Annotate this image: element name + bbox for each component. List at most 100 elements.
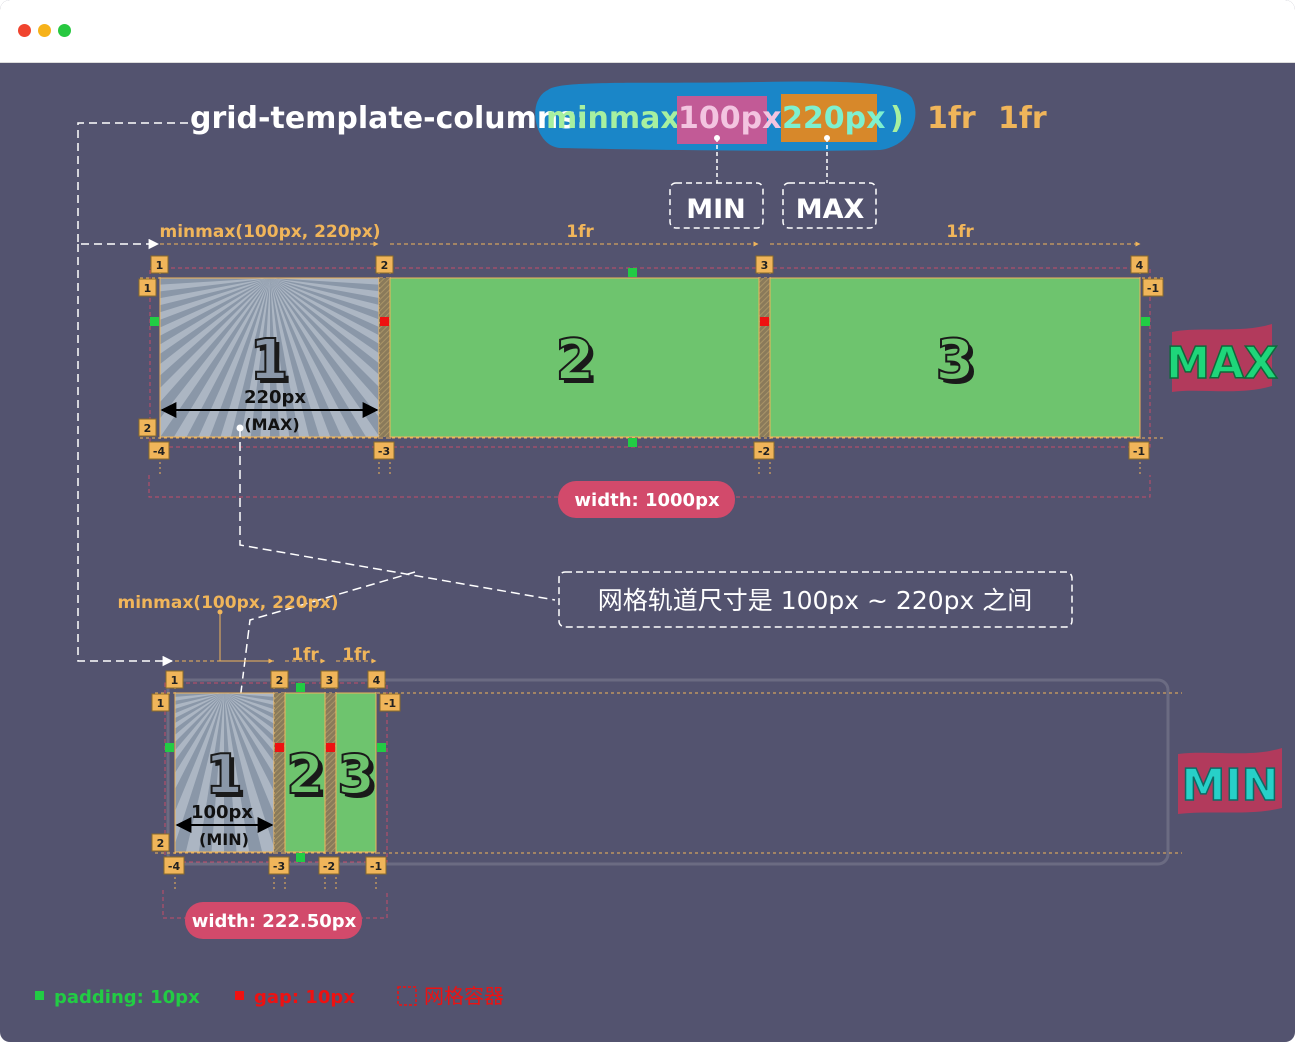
top-item-1-ray xyxy=(270,278,379,328)
bottom-item-1-number: 1 xyxy=(205,743,243,806)
bottom-line-badge-pos-1 xyxy=(165,670,184,689)
top-row-label-neg-1: -1 xyxy=(1147,282,1159,295)
top-item-3-number-shadow: 3 xyxy=(940,332,979,397)
code-col2: 1fr xyxy=(927,101,976,136)
bottom-item-1-number-shadow: 1 xyxy=(209,747,247,810)
close-button[interactable] xyxy=(18,24,31,37)
bottom-line-label-pos-4: 4 xyxy=(373,674,381,687)
code-min-value: 100px xyxy=(678,101,781,136)
top-line-badge-neg-4 xyxy=(148,441,170,460)
bottom-item-2-number-shadow: 2 xyxy=(290,747,328,810)
top-row-label-pos-1: 1 xyxy=(144,282,152,295)
top-gap-marker-2 xyxy=(760,317,769,326)
min-callout xyxy=(669,182,764,229)
min-tag-label: MIN xyxy=(1182,760,1279,811)
top-item-1-ray xyxy=(270,278,379,364)
note-box xyxy=(558,571,1073,628)
top-line-badge-neg-2 xyxy=(753,441,775,460)
top-padding-marker-bottom xyxy=(628,438,637,447)
bottom-item-1-ray xyxy=(224,693,274,852)
top-item-1-ray xyxy=(160,278,270,336)
top-measure-value: 220px xyxy=(244,387,306,408)
top-item-1-ray xyxy=(198,278,270,437)
bottom-item-1-ray xyxy=(175,693,224,729)
bottom-measure-note: (MIN) xyxy=(199,830,249,849)
max-tag xyxy=(1172,324,1272,392)
top-item-1-ray xyxy=(220,278,270,437)
top-gap-marker-1 xyxy=(380,317,389,326)
top-line-badge-neg-3 xyxy=(373,441,395,460)
legend-container-swatch xyxy=(397,986,417,1006)
top-item-1-ray xyxy=(270,278,379,312)
top-item-1-number-shadow: 1 xyxy=(254,332,293,397)
bottom-gap-1 xyxy=(274,693,285,852)
top-line-badge-pos-4 xyxy=(1130,255,1149,274)
minimize-button[interactable] xyxy=(38,24,51,37)
bottom-padding-marker-bottom xyxy=(296,853,305,862)
bottom-gap-marker-1 xyxy=(275,743,284,752)
bottom-col-label-3: 1fr xyxy=(342,645,370,665)
bottom-item-2 xyxy=(284,692,326,853)
bottom-item-3 xyxy=(335,692,377,853)
legend-container-label: 网格容器 xyxy=(424,984,504,1008)
top-line-label-neg-2: -2 xyxy=(758,445,770,458)
bottom-line-label-neg-4: -4 xyxy=(168,860,181,873)
bottom-col-label-2: 1fr xyxy=(291,645,319,665)
top-width-badge xyxy=(558,481,735,518)
code-fn-close: ) xyxy=(890,101,904,136)
max-callout-label: MAX xyxy=(796,194,865,225)
bottom-row-badge-neg-1 xyxy=(379,693,401,712)
bottom-row-label-neg-1: -1 xyxy=(384,697,396,710)
bottom-item-1-ray xyxy=(224,693,274,714)
bottom-item-1-ray xyxy=(175,693,224,701)
bottom-line-badge-neg-1 xyxy=(365,856,387,875)
bottom-item-1-ray xyxy=(175,693,224,761)
bottom-item-3-number-shadow: 3 xyxy=(341,747,379,810)
top-line-label-neg-4: -4 xyxy=(153,445,166,458)
top-row-badge-neg-1 xyxy=(1142,278,1164,297)
bottom-item-1-ray xyxy=(175,693,224,790)
code-property: grid-template-columns: xyxy=(190,101,588,136)
bottom-row-label-pos-1: 1 xyxy=(157,697,165,710)
top-item-1-ray xyxy=(270,278,379,437)
top-line-label-neg-3: -3 xyxy=(378,445,390,458)
bottom-line-label-pos-2: 2 xyxy=(276,674,284,687)
bottom-gap-marker-2 xyxy=(326,743,335,752)
top-col-label-3: 1fr xyxy=(946,222,974,242)
top-padding-marker-left xyxy=(150,317,159,326)
top-width-badge-label: width: 1000px xyxy=(574,490,720,511)
code-max-value: 220px xyxy=(782,101,885,136)
top-item-1-ray xyxy=(270,278,379,387)
bottom-padding-marker-top xyxy=(296,683,305,692)
code-fn-open: minmax( xyxy=(546,101,693,136)
bottom-measure-value: 100px xyxy=(191,802,253,823)
bottom-line-badge-neg-4 xyxy=(163,856,185,875)
top-item-1-ray xyxy=(270,278,354,437)
connector-top xyxy=(77,122,188,250)
min-highlight xyxy=(677,96,767,144)
top-line-label-pos-1: 1 xyxy=(156,259,164,272)
bottom-row-badge-pos-1 xyxy=(151,693,170,712)
top-item-1-ray xyxy=(160,278,270,403)
bottom-gap-2 xyxy=(325,693,336,852)
min-callout-label: MIN xyxy=(686,194,746,225)
top-line-badge-pos-1 xyxy=(150,255,169,274)
top-item-2 xyxy=(389,277,760,438)
max-highlight xyxy=(781,94,877,142)
bottom-line-label-neg-3: -3 xyxy=(273,860,285,873)
max-tag-label: MAX xyxy=(1166,338,1278,389)
legend-gap-swatch xyxy=(235,991,244,1000)
maximize-button[interactable] xyxy=(58,24,71,37)
diagram-canvas: grid-template-columns: minmax( 100px 220… xyxy=(0,63,1295,1042)
note-connector-bottom xyxy=(239,571,416,701)
top-grid: minmax(100px, 220px) 1fr 1fr 1 1 2 2 3 3 xyxy=(138,222,1279,518)
bottom-padding-marker-right xyxy=(377,743,386,752)
top-item-1-ray xyxy=(270,278,379,285)
bottom-line-badge-pos-4 xyxy=(367,670,386,689)
top-measure-note: (MAX) xyxy=(244,415,299,434)
bottom-item-1-ray xyxy=(211,693,224,852)
top-padding-marker-right xyxy=(1141,317,1150,326)
legend-padding-label: padding: 10px xyxy=(54,987,200,1008)
bottom-row-label-pos-2: 2 xyxy=(157,837,165,850)
